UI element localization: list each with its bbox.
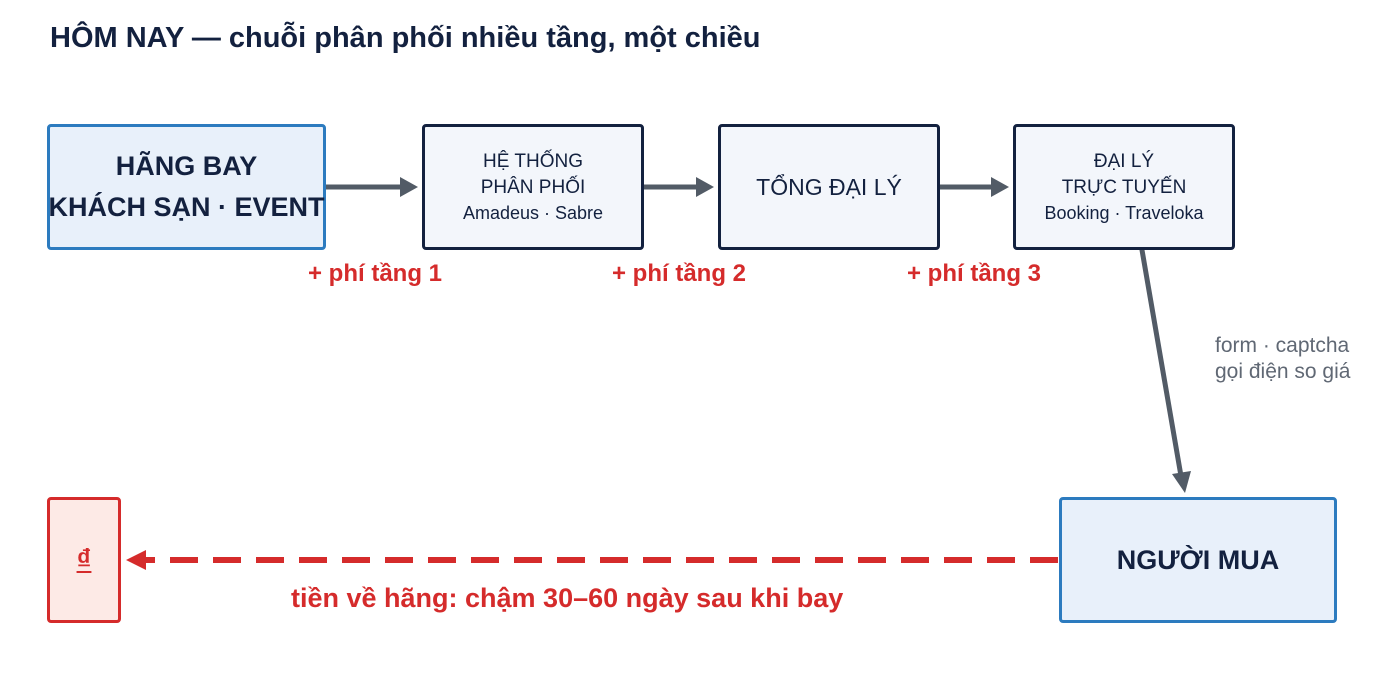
buyer-friction-line-1: form · captcha: [1215, 334, 1350, 357]
buyer-friction-note: form · captcha gọi điện so giá: [1215, 333, 1350, 385]
arrow-supplier-to-gds: [326, 177, 418, 197]
node-gds-line-1: HỆ THỐNG: [483, 151, 583, 172]
arrow-ota-to-buyer: [1139, 247, 1191, 493]
node-ota: ĐẠI LÝ TRỰC TUYẾN Booking · Traveloka: [1013, 124, 1235, 250]
buyer-friction-line-2: gọi điện so giá: [1215, 360, 1351, 383]
fee-label-2: + phí tầng 2: [612, 260, 747, 287]
node-ota-line-1: ĐẠI LÝ: [1093, 151, 1155, 172]
node-wholesaler: TỔNG ĐẠI LÝ: [718, 124, 940, 250]
node-ota-line-3: Booking · Traveloka: [1044, 203, 1204, 223]
money-flow-arrow: [126, 550, 1058, 570]
node-supplier: HÃNG BAY KHÁCH SẠN · EVENT: [47, 124, 326, 250]
arrow-gds-to-wholesaler: [643, 177, 714, 197]
diagram-title: HÔM NAY — chuỗi phân phối nhiều tầng, mộ…: [50, 22, 761, 54]
node-gds-line-2: PHÂN PHỐI: [480, 177, 586, 198]
node-buyer: NGƯỜI MUA: [1059, 497, 1337, 623]
node-gds-line-3: Amadeus · Sabre: [462, 203, 604, 223]
node-wholesaler-line-1: TỔNG ĐẠI LÝ: [756, 174, 902, 200]
arrow-wholesaler-to-ota: [939, 177, 1009, 197]
node-ota-line-2: TRỰC TUYẾN: [1061, 177, 1187, 198]
fee-label-3: + phí tầng 3: [907, 260, 1042, 287]
node-gds: HỆ THỐNG PHÂN PHỐI Amadeus · Sabre: [422, 124, 644, 250]
node-supplier-line-2: KHÁCH SẠN · EVENT: [48, 192, 325, 222]
node-buyer-line-1: NGƯỜI MUA: [1116, 544, 1280, 575]
money-flow-label: tiền về hãng: chậm 30–60 ngày sau khi ba…: [291, 583, 844, 613]
node-supplier-line-1: HÃNG BAY: [115, 151, 258, 181]
dong-currency-icon: ₫: [76, 543, 92, 576]
node-money: ₫: [47, 497, 121, 623]
fee-label-1: + phí tầng 1: [308, 260, 443, 287]
